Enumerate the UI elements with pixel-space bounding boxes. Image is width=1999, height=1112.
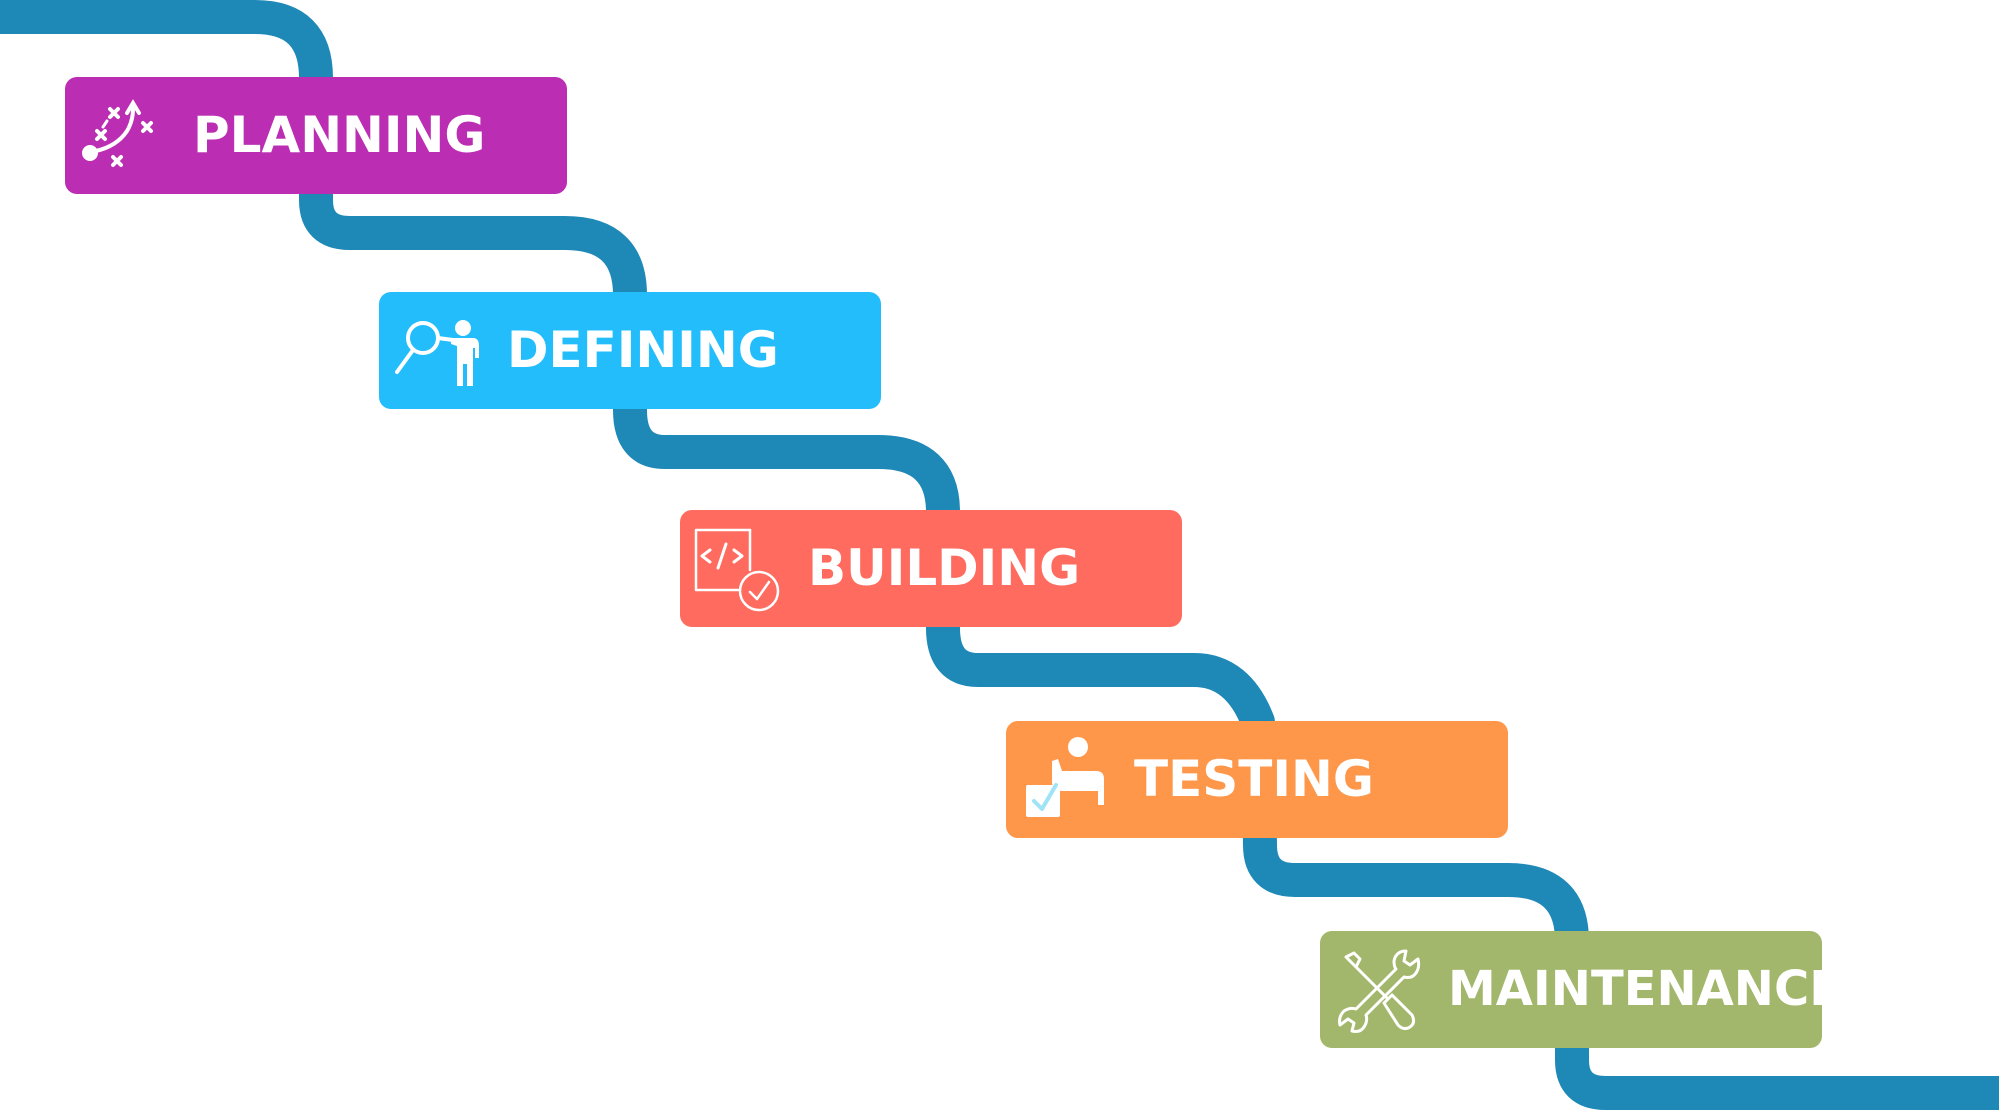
stage-defining: DEFINING: [379, 292, 881, 409]
stage-planning: PLANNING: [65, 77, 567, 194]
wrench-screwdriver-icon: [1332, 945, 1422, 1035]
person-checklist-icon: [1018, 735, 1108, 825]
stage-label-maintenance: MAINTENANCE: [1448, 961, 1842, 1017]
stage-label-building: BUILDING: [808, 539, 1081, 597]
stage-label-defining: DEFINING: [507, 321, 779, 379]
magnifier-person-icon: [391, 306, 481, 396]
strategy-play-icon: [77, 91, 167, 181]
stage-maintenance: MAINTENANCE: [1320, 931, 1842, 1048]
stage-testing: TESTING: [1006, 721, 1508, 838]
stage-label-planning: PLANNING: [193, 106, 486, 164]
stage-building: BUILDING: [680, 510, 1182, 627]
code-window-check-icon: [692, 524, 782, 614]
stage-label-testing: TESTING: [1134, 750, 1374, 808]
